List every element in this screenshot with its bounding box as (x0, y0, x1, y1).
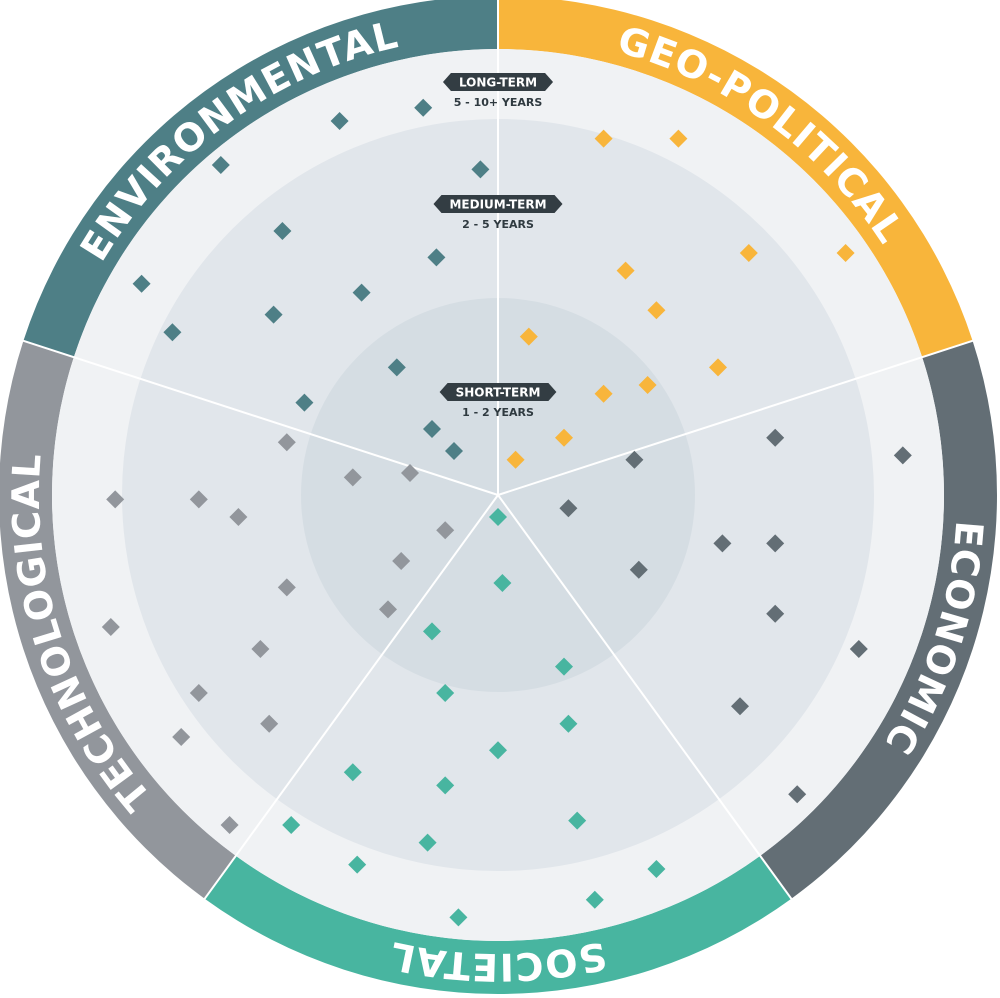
risk-point-geo-political[interactable] (709, 358, 727, 377)
risk-point-technological[interactable] (189, 490, 208, 509)
risk-point-technological[interactable] (101, 618, 120, 636)
risk-point-technological[interactable] (379, 600, 397, 619)
sector-divider (497, 339, 975, 496)
band-technological (0, 340, 236, 899)
horizon-tags: SHORT-TERM 1 - 2 YEARS MEDIUM-TERM 2 - 5 YE… (433, 73, 563, 419)
risk-point-technological[interactable] (401, 464, 419, 482)
risk-point-societal[interactable] (493, 574, 512, 592)
risk-point-environmental[interactable] (387, 358, 406, 377)
horizon-tag-bg (439, 383, 557, 401)
risk-point-societal[interactable] (436, 684, 455, 702)
risk-point-economic[interactable] (559, 499, 578, 518)
sector-divider (202, 494, 499, 901)
risk-point-geo-political[interactable] (647, 301, 666, 320)
risk-point-technological[interactable] (251, 640, 270, 658)
risk-point-societal[interactable] (585, 890, 604, 909)
risk-point-geo-political[interactable] (638, 376, 657, 394)
band-economic (760, 340, 997, 899)
risk-point-societal[interactable] (449, 908, 468, 927)
risk-point-economic[interactable] (625, 450, 644, 469)
risk-point-geo-political[interactable] (739, 244, 758, 262)
horizon-label: MEDIUM-TERM (449, 198, 546, 212)
risk-point-technological[interactable] (189, 684, 208, 702)
risk-point-societal[interactable] (489, 741, 507, 760)
risk-point-environmental[interactable] (423, 420, 441, 438)
risk-point-societal[interactable] (282, 816, 301, 834)
risk-point-societal[interactable] (489, 508, 507, 526)
risk-point-technological[interactable] (277, 433, 296, 452)
horizon-years: 5 - 10+ YEARS (454, 96, 543, 109)
risk-point-societal[interactable] (436, 776, 455, 795)
risk-point-environmental[interactable] (445, 442, 463, 460)
risk-point-geo-political[interactable] (594, 384, 613, 403)
horizon-label: SHORT-TERM (456, 386, 541, 400)
risk-point-technological[interactable] (220, 816, 239, 834)
horizon-tag-long-term: LONG-TERM 5 - 10+ YEARS (442, 73, 554, 109)
band-environmental (23, 0, 498, 358)
risk-point-technological[interactable] (106, 490, 125, 509)
risk-point-geo-political[interactable] (506, 450, 525, 469)
risk-point-technological[interactable] (392, 552, 411, 570)
risk-point-environmental[interactable] (352, 283, 371, 302)
band-geo-political (498, 0, 973, 358)
risk-point-societal[interactable] (348, 855, 367, 874)
risk-point-societal[interactable] (559, 714, 578, 733)
horizon-years: 1 - 2 YEARS (462, 406, 534, 419)
risk-point-environmental[interactable] (211, 156, 230, 174)
risk-point-economic[interactable] (766, 604, 785, 623)
risk-point-societal[interactable] (568, 811, 587, 830)
horizon-years: 2 - 5 YEARS (462, 218, 534, 231)
risk-point-geo-political[interactable] (836, 244, 855, 262)
risk-point-economic[interactable] (849, 640, 868, 658)
risk-point-environmental[interactable] (414, 98, 433, 117)
sector-divider (21, 339, 499, 496)
horizon-label: LONG-TERM (459, 76, 537, 90)
risk-point-economic[interactable] (713, 534, 732, 553)
risk-point-environmental[interactable] (330, 112, 349, 130)
risk-point-geo-political[interactable] (519, 327, 538, 346)
horizon-tag-bg (442, 73, 554, 91)
risk-point-economic[interactable] (731, 697, 749, 716)
sector-divider (497, 494, 794, 901)
risk-point-societal[interactable] (555, 657, 573, 676)
risk-point-societal[interactable] (647, 860, 666, 878)
horizon-tag-bg (433, 195, 563, 213)
horizon-tag-short-term: SHORT-TERM 1 - 2 YEARS (439, 383, 557, 419)
horizon-tag-medium-term: MEDIUM-TERM 2 - 5 YEARS (433, 195, 563, 231)
risk-point-geo-political[interactable] (555, 428, 573, 447)
risk-point-economic[interactable] (766, 534, 785, 553)
risk-point-societal[interactable] (418, 833, 437, 852)
data-points (101, 98, 912, 927)
risk-point-technological[interactable] (229, 508, 248, 526)
risk-point-environmental[interactable] (471, 160, 490, 179)
risk-point-economic[interactable] (893, 446, 912, 465)
risk-point-environmental[interactable] (427, 248, 446, 267)
risk-point-economic[interactable] (629, 560, 648, 579)
risk-point-societal[interactable] (343, 763, 362, 782)
risk-point-environmental[interactable] (273, 222, 292, 240)
risk-point-economic[interactable] (788, 785, 807, 804)
risk-point-societal[interactable] (423, 622, 441, 641)
risk-point-geo-political[interactable] (669, 129, 688, 148)
sector-dividers (21, 0, 975, 901)
risk-point-environmental[interactable] (295, 393, 314, 412)
risk-point-economic[interactable] (766, 428, 785, 447)
risk-point-geo-political[interactable] (616, 261, 635, 280)
risk-point-environmental[interactable] (132, 274, 151, 293)
risk-point-technological[interactable] (260, 714, 279, 733)
band-societal (204, 855, 792, 994)
risk-point-environmental[interactable] (163, 323, 182, 342)
risk-point-environmental[interactable] (264, 305, 283, 324)
risk-point-technological[interactable] (343, 468, 362, 487)
risk-point-geo-political[interactable] (594, 129, 613, 148)
risk-point-technological[interactable] (277, 578, 296, 597)
risk-point-technological[interactable] (436, 521, 455, 540)
risk-point-technological[interactable] (172, 728, 191, 746)
